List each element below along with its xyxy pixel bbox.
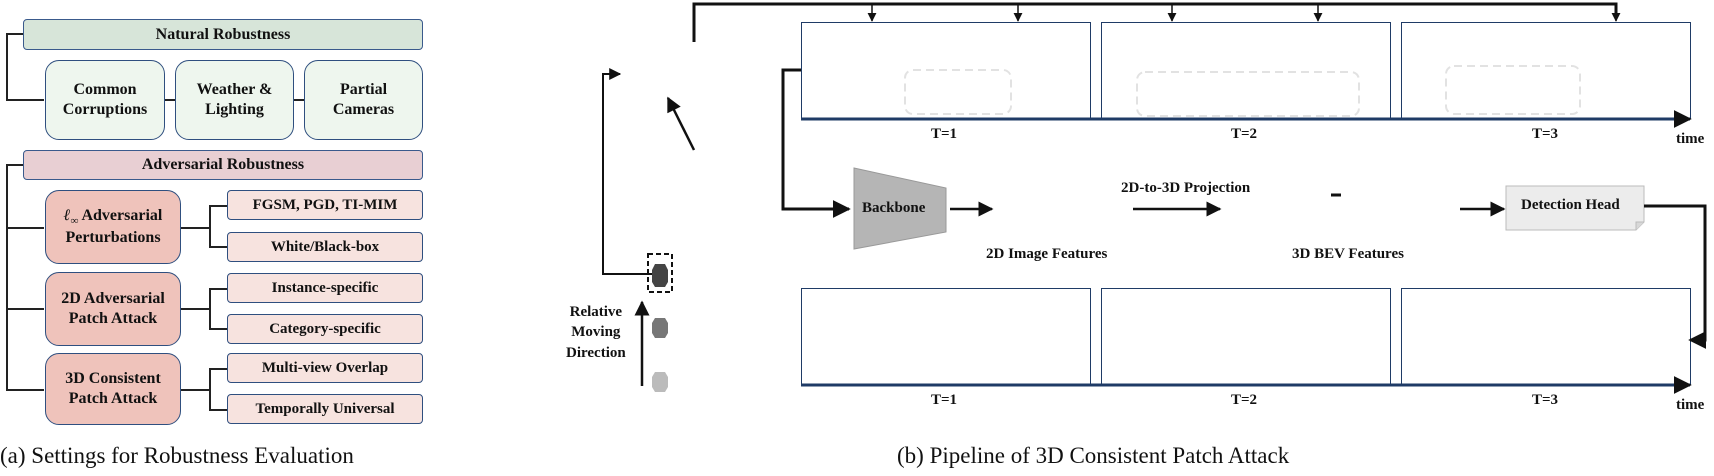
top-time-word: time [1676,131,1705,147]
patch-outline-t2 [1136,71,1360,117]
leaf-connector-3 [181,389,209,391]
caption-a: (a) Settings for Robustness Evaluation [0,443,354,468]
bottom-time-word: time [1676,397,1705,413]
adversarial-branch-1 [6,227,44,229]
leaf-white-black-box: White/Black-box [227,232,423,262]
common-corruptions-box: Common Corruptions [45,60,165,140]
leaf-connector-1-a [209,205,227,207]
leaf-connector-2-a [209,288,227,290]
vehicle-icon-2 [652,318,668,338]
top-frame-t2 [1101,22,1391,119]
backbone-label: Backbone [862,200,926,216]
leaf-connector-2-v [209,288,211,329]
natural-robustness-header: Natural Robustness [23,19,423,50]
top-time-label-t3: T=3 [1531,126,1559,142]
output-to-bottom-line [1644,204,1707,349]
adversarial-tree-connector [6,164,8,390]
input-to-backbone-line [781,68,851,218]
leaf-connector-1-b [209,246,227,248]
relative-moving-direction-label: Relative Moving Direction [566,304,626,361]
leaf-connector-3-a [209,368,227,370]
adversarial-branch-3 [6,389,44,391]
bottom-time-label-t3: T=3 [1531,392,1559,408]
camera-direction-arrow [666,96,696,151]
linf-perturbations-line2: Perturbations [65,229,161,247]
bottom-time-label-t1: T=1 [930,392,958,408]
leaf-instance-specific: Instance-specific [227,273,423,303]
leaf-temporally-universal: Temporally Universal [227,394,423,424]
bottom-time-label-t2: T=2 [1230,392,1258,408]
weather-lighting-box: Weather & Lighting [175,60,294,140]
bottom-frame-t2 [1101,288,1391,385]
leaf-connector-3-v [209,368,211,409]
leaf-connector-1 [181,227,209,229]
natural-tree-connector [6,33,8,99]
vehicle-icon-3 [652,372,668,392]
linf-perturbations-line1: ℓ∞ Adversarial [64,206,163,229]
ell-symbol: ℓ [63,206,71,224]
vehicle-icon-1 [652,264,668,287]
backbone-shape [853,167,947,250]
leaf-fgsm-pgd: FGSM, PGD, TI-MIM [227,190,423,220]
natural-tree-connector-bottom [6,99,44,101]
bev-features-label: 3D BEV Features [1292,246,1404,262]
partial-cameras-box: Partial Cameras [304,60,423,140]
leaf-connector-2 [181,308,209,310]
top-frame-t3 [1401,22,1691,119]
adversarial-tree-connector-top [6,164,23,166]
projection-label: 2D-to-3D Projection [1121,180,1251,196]
adversarial-robustness-header: Adversarial Robustness [23,150,423,180]
caption-b: (b) Pipeline of 3D Consistent Patch Atta… [897,443,1290,468]
leaf-connector-2-b [209,328,227,330]
adversarial-branch-2 [6,308,44,310]
target-vehicle-box [647,253,673,293]
infinity-subscript: ∞ [70,214,79,227]
image-features-label: 2D Image Features [986,246,1108,262]
natural-tree-connector-top [6,33,23,35]
leaf-multi-view-overlap: Multi-view Overlap [227,353,423,383]
2d-adversarial-patch-box: 2D Adversarial Patch Attack [45,272,181,346]
top-bus-line [692,2,1618,42]
linf-perturbations-box: ℓ∞ Adversarial Perturbations [45,190,181,264]
natural-link-2 [293,99,305,101]
top-time-label-t1: T=1 [930,126,958,142]
3d-consistent-patch-box: 3D Consistent Patch Attack [45,353,181,425]
natural-link-1 [164,99,176,101]
detection-head-fold [1635,221,1644,230]
leaf-category-specific: Category-specific [227,314,423,344]
leaf-connector-1-v [209,205,211,247]
adversarial-word: Adversarial [78,206,163,224]
bottom-frame-t1 [801,288,1091,385]
detection-head-label: Detection Head [1521,197,1620,213]
vehicle-path-line [602,68,663,275]
leaf-connector-3-b [209,409,227,411]
patch-outline-t3 [1445,65,1581,115]
patch-outline-t1 [904,69,1012,115]
top-time-label-t2: T=2 [1230,126,1258,142]
